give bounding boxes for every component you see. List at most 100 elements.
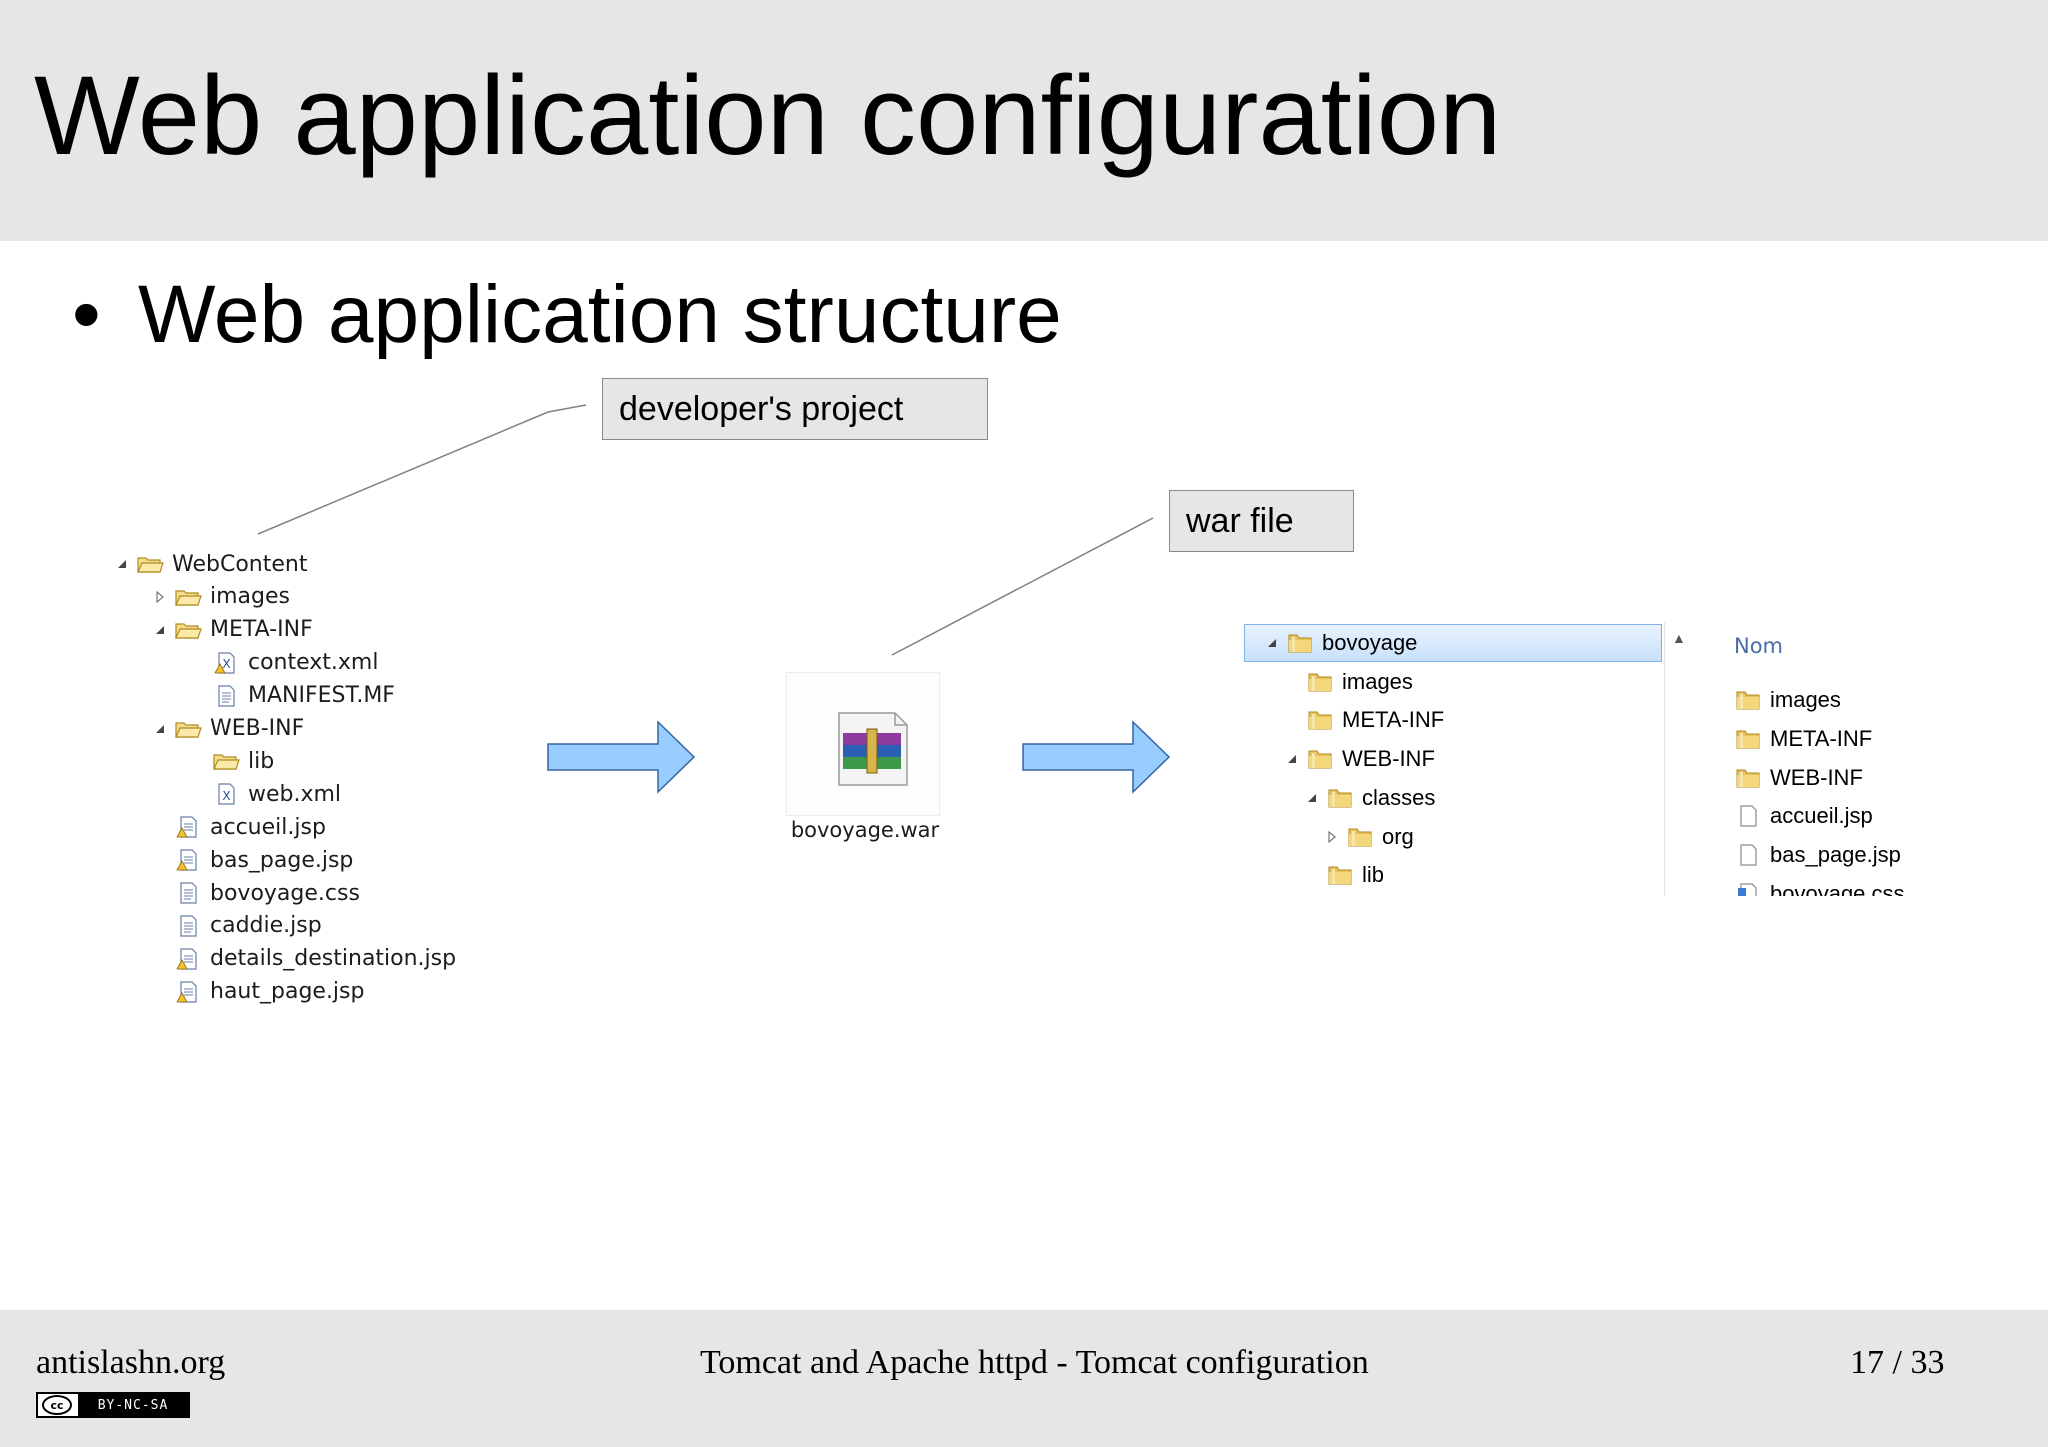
xml-file-icon: X xyxy=(212,782,240,806)
tree-row[interactable]: WEB-INF xyxy=(1284,743,1435,775)
tree-row[interactable]: MANIFEST.MF xyxy=(190,680,395,712)
tree-row[interactable]: bovoyage.css xyxy=(152,877,360,909)
tree-row[interactable]: accueil.jsp xyxy=(152,811,326,843)
open-folder-icon xyxy=(174,585,202,609)
twisty-spacer xyxy=(152,951,168,967)
war-file-label: war file xyxy=(1186,502,1294,540)
tree-row[interactable]: lib xyxy=(190,745,274,777)
folder-icon xyxy=(1306,747,1334,771)
expanded-arrow-icon[interactable] xyxy=(1304,790,1320,806)
jsp-warning-icon xyxy=(174,848,202,872)
file-list-item[interactable]: images xyxy=(1734,684,1841,716)
tree-item-label: MANIFEST.MF xyxy=(248,683,395,709)
developer-project-label: developer's project xyxy=(619,390,904,428)
svg-text:X: X xyxy=(222,789,230,803)
open-folder-icon xyxy=(136,552,164,576)
tree-item-label: lib xyxy=(1362,862,1385,888)
tree-row[interactable]: images xyxy=(152,581,290,613)
twisty-spacer xyxy=(1304,867,1320,883)
jsp-warning-icon xyxy=(174,980,202,1004)
slide-title: Web application configuration xyxy=(34,53,1502,178)
text-file-icon xyxy=(212,684,240,708)
expanded-arrow-icon[interactable] xyxy=(152,622,168,638)
collapsed-arrow-icon[interactable] xyxy=(1324,829,1340,845)
text-file-icon xyxy=(174,914,202,938)
tree-item-label: META-INF xyxy=(1342,707,1445,733)
folder-icon xyxy=(1326,786,1354,810)
scroll-up-icon[interactable]: ▲ xyxy=(1672,630,1686,646)
tree-row[interactable]: META-INF xyxy=(1284,704,1444,736)
tree-row[interactable]: WEB-INF xyxy=(152,713,304,745)
bullet-item: •Web application structure xyxy=(72,274,1062,356)
tree-row[interactable]: haut_page.jsp xyxy=(152,976,364,1008)
twisty-spacer xyxy=(152,918,168,934)
tree-item-label: images xyxy=(210,584,290,610)
page-number: 17 / 33 xyxy=(1850,1344,1945,1381)
twisty-spacer xyxy=(190,655,206,671)
tree-item-label: WEB-INF xyxy=(1770,764,1863,790)
tree-row[interactable]: classes xyxy=(1304,782,1435,814)
war-file-callout: war file xyxy=(1169,490,1354,552)
twisty-spacer xyxy=(1284,712,1300,728)
tree-row[interactable]: bovoyage xyxy=(1264,627,1417,659)
cc-icon: cc xyxy=(42,1395,72,1415)
selected-row-highlight xyxy=(1244,624,1662,662)
war-file-tile[interactable] xyxy=(786,672,940,816)
tree-item-label: bovoyage xyxy=(1322,630,1418,655)
tree-item-label: caddie.jsp xyxy=(210,913,322,939)
file-list-item[interactable]: bas_page.jsp xyxy=(1734,839,1901,871)
expanded-arrow-icon[interactable] xyxy=(152,721,168,737)
tree-item-label: classes xyxy=(1362,784,1436,810)
folder-icon xyxy=(1286,631,1314,655)
arrow-to-explorer xyxy=(1022,720,1171,794)
tree-item-label: org xyxy=(1382,823,1414,849)
file-list-item[interactable]: META-INF xyxy=(1734,723,1872,755)
footer-title: Tomcat and Apache httpd - Tomcat configu… xyxy=(700,1344,1369,1381)
collapsed-arrow-icon[interactable] xyxy=(152,589,168,605)
twisty-spacer xyxy=(152,984,168,1000)
jsp-warning-icon xyxy=(174,947,202,971)
jsp-warning-icon xyxy=(174,815,202,839)
tree-row[interactable]: caddie.jsp xyxy=(152,910,322,942)
tree-row[interactable]: org xyxy=(1324,821,1414,853)
expanded-arrow-icon[interactable] xyxy=(114,556,130,572)
tree-item-label: haut_page.jsp xyxy=(210,979,365,1005)
folder-icon xyxy=(1306,670,1334,694)
arrow-to-war xyxy=(547,720,696,794)
twisty-spacer xyxy=(152,819,168,835)
bullet-dot-icon: • xyxy=(72,269,101,360)
folder-icon xyxy=(1306,708,1334,732)
folder-icon xyxy=(1734,766,1762,790)
twisty-spacer xyxy=(190,688,206,704)
tree-row[interactable]: lib xyxy=(1304,859,1384,891)
folder-icon xyxy=(1326,863,1354,887)
tree-item-label: META-INF xyxy=(210,617,313,643)
tree-item-label: web.xml xyxy=(248,781,342,807)
tree-row[interactable]: images xyxy=(1284,666,1413,698)
footer-site: antislashn.org xyxy=(36,1344,226,1381)
tree-item-label: details_destination.jsp xyxy=(210,946,457,972)
folder-icon xyxy=(1734,727,1762,751)
tree-row[interactable]: bas_page.jsp xyxy=(152,844,353,876)
tree-item-label: lib xyxy=(248,748,275,774)
tree-row[interactable]: META-INF xyxy=(152,614,313,646)
twisty-spacer xyxy=(1284,674,1300,690)
tree-item-label: bas_page.jsp xyxy=(210,847,354,873)
license-text: BY-NC-SA xyxy=(78,1394,188,1416)
tree-item-label: images xyxy=(1770,687,1841,712)
expanded-arrow-icon[interactable] xyxy=(1264,635,1280,651)
expanded-arrow-icon[interactable] xyxy=(1284,751,1300,767)
folder-icon xyxy=(1346,825,1374,849)
blank-file-icon xyxy=(1734,843,1762,867)
open-folder-icon xyxy=(174,717,202,741)
tree-item-label: images xyxy=(1342,668,1413,694)
tree-row[interactable]: details_destination.jsp xyxy=(152,943,456,975)
tree-row[interactable]: WebContent xyxy=(114,548,307,580)
file-list-item[interactable]: accueil.jsp xyxy=(1734,800,1873,832)
column-header-name[interactable]: Nom xyxy=(1734,634,1784,658)
file-list-item[interactable]: WEB-INF xyxy=(1734,762,1863,794)
file-list-item[interactable]: bovoyage.css xyxy=(1734,878,1905,896)
